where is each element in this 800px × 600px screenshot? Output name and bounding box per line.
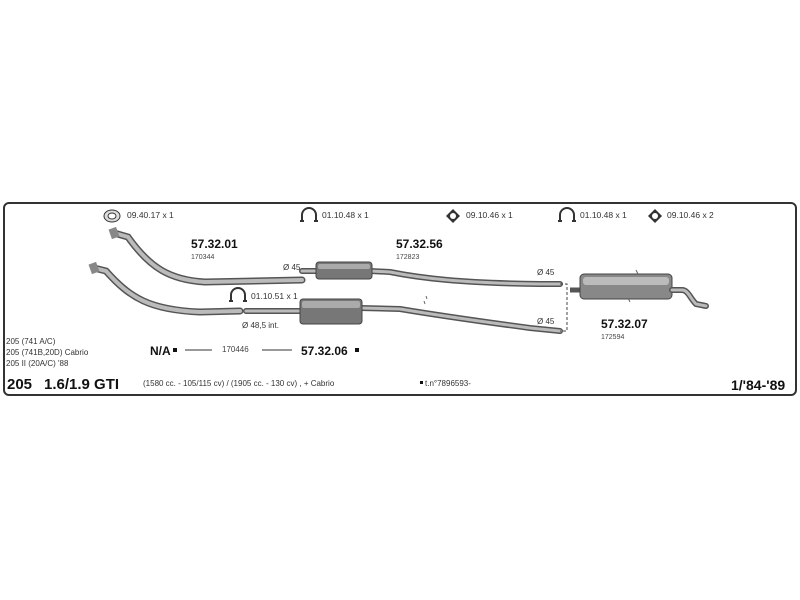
front-pipe-flange: [108, 226, 120, 240]
fitting-label: 01.10.48 x 1: [322, 210, 369, 220]
gasket-ring-icon: [103, 209, 121, 223]
variant-label: 205 (741 A/C): [6, 337, 56, 346]
rear-silencer-57-32-07: [570, 273, 709, 309]
displacement-info: (1580 cc. - 105/115 cv) / (1905 cc. - 13…: [143, 379, 335, 388]
clamp-icon: [558, 207, 576, 222]
part-number[interactable]: 57.32.07: [601, 317, 648, 331]
part-code: 172823: [396, 254, 420, 261]
part-number[interactable]: 57.32.56: [396, 237, 443, 251]
joint-bracket: [560, 283, 568, 332]
fitting-label: 09.10.46 x 1: [466, 210, 513, 220]
fitting-label: 09.10.46 x 2: [667, 210, 714, 220]
diameter-label: Ø 45: [537, 268, 555, 277]
part-number[interactable]: 57.32.06: [301, 344, 348, 358]
middle-section-57-32-56: [299, 268, 563, 287]
diameter-label: Ø 45: [537, 317, 555, 326]
hanger-icon: [446, 209, 460, 223]
na-marker: [173, 348, 177, 352]
front-pipe-57-32-01: [110, 229, 306, 286]
variant-label: 205 (741B,20D) Cabrio: [6, 348, 89, 357]
fitting-label: 09.40.17 x 1: [127, 210, 174, 220]
part-marker: [355, 348, 359, 352]
na-label: N/A: [150, 344, 171, 358]
lower-pipe-57-32-06: [90, 264, 563, 334]
diameter-label: Ø 45: [283, 263, 301, 272]
variant-label: 205 II (20A/C) '88: [6, 359, 69, 368]
clamp-label: 01.10.51 x 1: [251, 291, 298, 301]
inner-diameter-label: Ø 48,5 int.: [242, 321, 279, 330]
part-code: 172594: [601, 334, 625, 341]
engine-name: 1.6/1.9 GTI: [44, 376, 120, 393]
clamp-icon: [229, 287, 247, 302]
part-code: 170446: [222, 345, 249, 354]
part-code: 170344: [191, 254, 215, 261]
part-number[interactable]: 57.32.01: [191, 237, 238, 251]
clamp-icon: [300, 207, 318, 222]
model-name: 205: [7, 376, 33, 393]
production-years: 1/'84-'89: [731, 377, 786, 393]
serial-marker: [420, 381, 423, 384]
hanger-icon: [648, 209, 662, 223]
serial-info: t.n°7896593-: [425, 379, 471, 388]
lower-pipe-flange: [88, 261, 100, 275]
fitting-label: 01.10.48 x 1: [580, 210, 627, 220]
